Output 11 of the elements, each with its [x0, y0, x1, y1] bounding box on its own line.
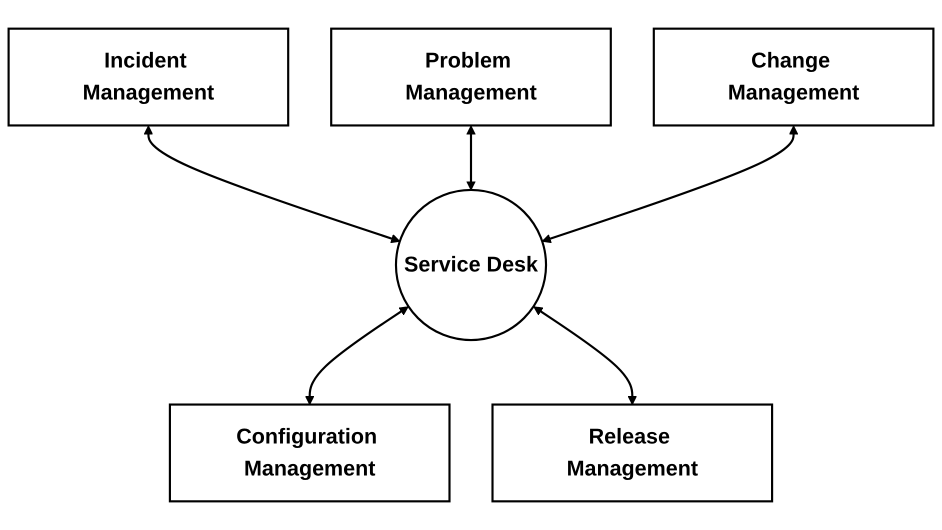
node-box: Change Management — [652, 28, 934, 127]
arrow — [144, 125, 400, 244]
arrow — [304, 306, 409, 405]
arrow — [466, 125, 476, 190]
node-box: Incident Management — [8, 28, 290, 127]
node-circle: Service Desk — [394, 188, 548, 342]
node-box: Configuration Management — [168, 403, 451, 502]
arrow — [533, 306, 638, 405]
arrow — [542, 125, 798, 244]
node-box: Release Management — [491, 403, 774, 502]
node-box: Problem Management — [330, 28, 612, 127]
